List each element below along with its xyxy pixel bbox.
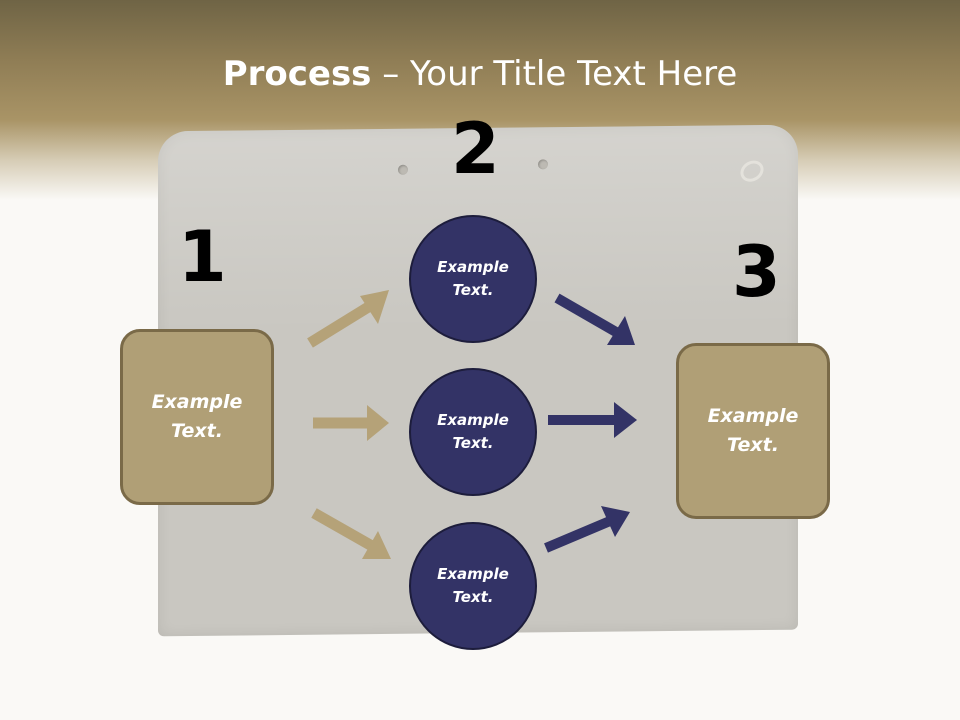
arrow-step1-to-bottom xyxy=(311,508,391,559)
slide-title: Process – Your Title Text Here xyxy=(0,54,960,94)
step2-circle-text: Example Text. xyxy=(437,411,509,452)
step2-circle-text: Example Text. xyxy=(437,258,509,299)
step1-box: Example Text. xyxy=(120,329,274,505)
arrow-middle-to-step3 xyxy=(548,402,637,438)
arrow-bottom-to-step3 xyxy=(544,506,630,553)
arrow-step1-to-middle xyxy=(313,405,389,441)
step3-box: Example Text. xyxy=(676,343,830,519)
arrow-step1-to-top xyxy=(307,290,389,348)
title-rest: – Your Title Text Here xyxy=(371,54,738,94)
step1-number: 1 xyxy=(178,216,227,298)
step2-circle-top: Example Text. xyxy=(409,215,537,343)
step3-text: Example Text. xyxy=(707,405,799,456)
arrow-top-to-step3 xyxy=(554,293,635,345)
step2-circle-middle: Example Text. xyxy=(409,368,537,496)
step1-text: Example Text. xyxy=(151,391,243,442)
step2-number: 2 xyxy=(451,108,500,190)
title-strong: Process xyxy=(222,54,372,94)
step2-circle-text: Example Text. xyxy=(437,565,509,606)
step3-number: 3 xyxy=(732,231,781,313)
step2-circle-bottom: Example Text. xyxy=(409,522,537,650)
